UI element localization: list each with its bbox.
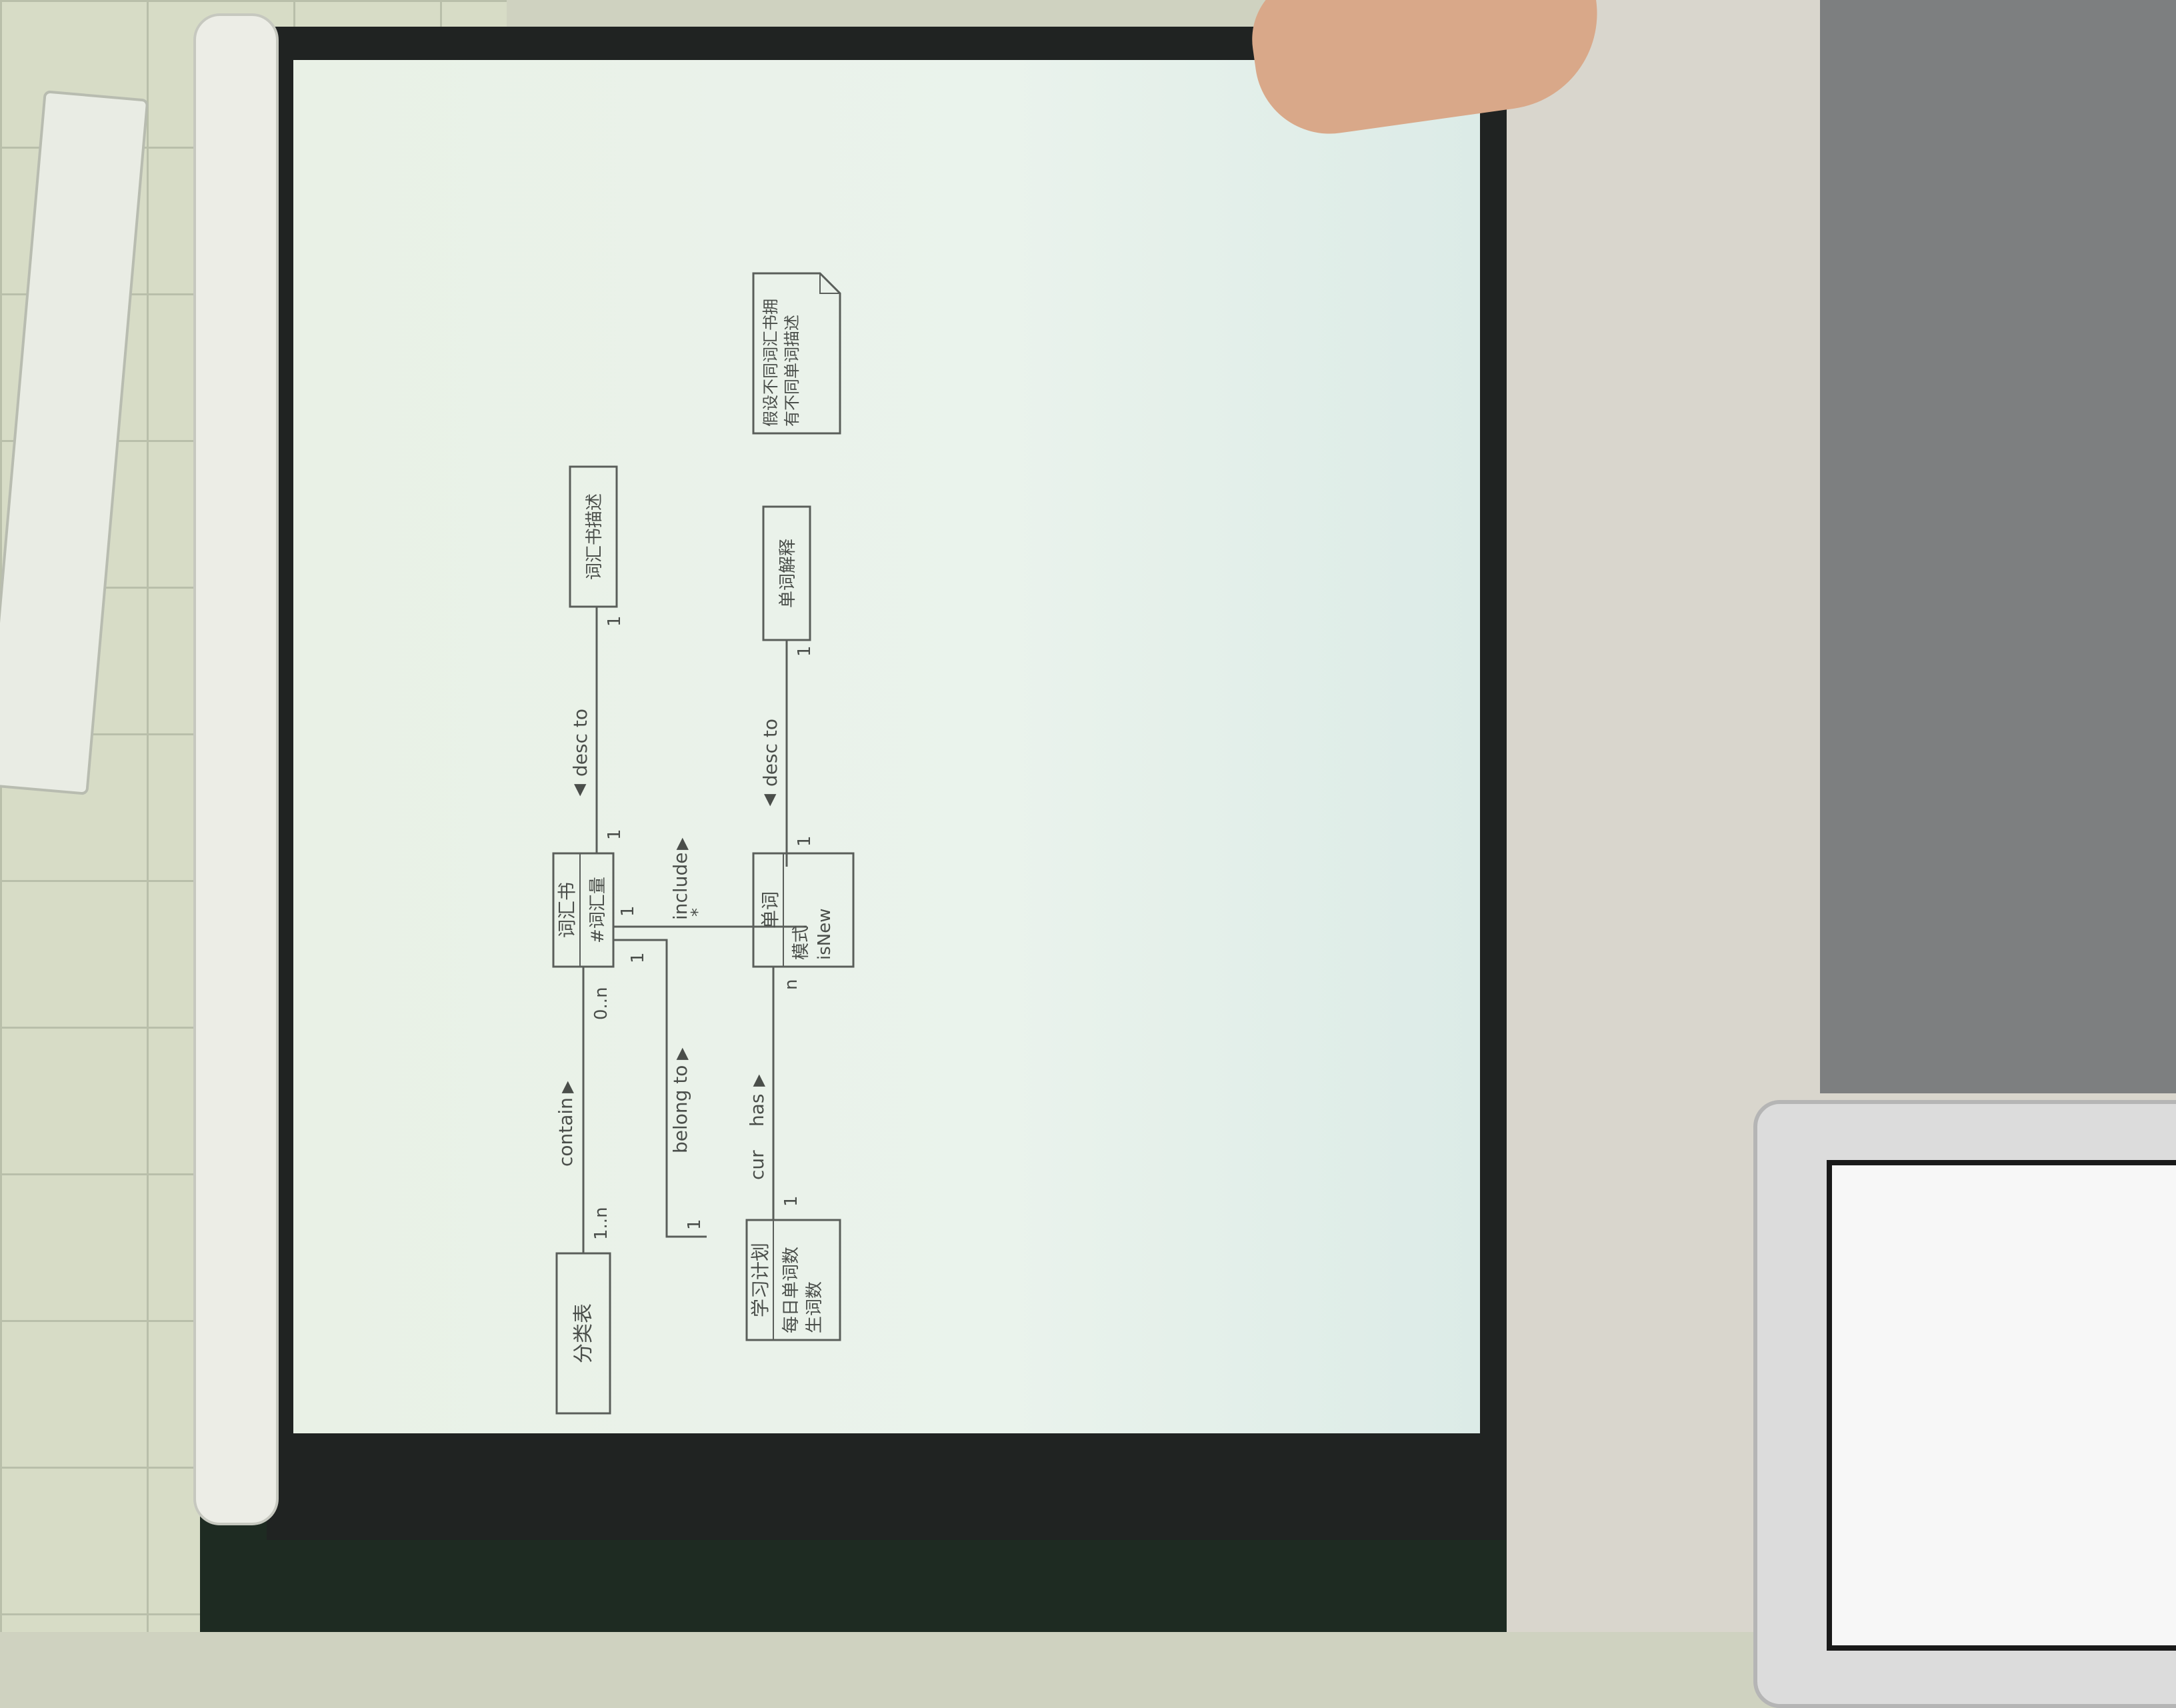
- svg-text:每日单词数: 每日单词数: [781, 1247, 801, 1333]
- cur-has-role: cur: [746, 1150, 768, 1180]
- projector-screen: 分类表 词汇书 #词汇量 词汇书描述 学习计划 每日单词数 生词数: [293, 60, 1480, 1433]
- svg-text:分类表: 分类表: [572, 1303, 595, 1363]
- cur-has-label: has: [746, 1094, 768, 1127]
- cur-has-end-word: n: [781, 979, 801, 990]
- svg-text:模式: 模式: [791, 925, 811, 960]
- contain-end-right: 0..n: [591, 987, 611, 1020]
- class-word-explanation: 单词解释: [762, 505, 811, 641]
- contain-arrow: ▶: [557, 1081, 576, 1093]
- desc-to-book-arrow: ▶: [572, 784, 591, 797]
- svg-text:isNew: isNew: [815, 909, 835, 960]
- class-study-plan: 学习计划 每日单词数 生词数: [745, 1219, 841, 1341]
- svg-text:词汇书: 词汇书: [556, 882, 578, 938]
- include-label: include: [669, 853, 691, 920]
- svg-text:生词数: 生词数: [805, 1281, 825, 1333]
- note-text: 假设不同词汇书拥有不同单词描述: [761, 299, 801, 427]
- include-end-word: *: [688, 908, 708, 917]
- belong-to-end-book: 1: [628, 952, 648, 963]
- belong-to-arrow: ▶: [672, 1047, 691, 1060]
- svg-text:单词解释: 单词解释: [778, 539, 798, 608]
- belong-to-end-plan: 1: [685, 1219, 705, 1230]
- svg-text:学习计划: 学习计划: [749, 1243, 771, 1317]
- cur-has-arrow: ▶: [749, 1074, 767, 1087]
- desc-to-book-end-desc: 1: [605, 615, 625, 627]
- desc-to-book-label: desc to: [569, 709, 591, 777]
- class-vocabulary-book: 词汇书 #词汇量: [552, 852, 615, 968]
- desc-to-word-label: desc to: [759, 719, 781, 787]
- contain-label: contain: [555, 1097, 577, 1167]
- svg-text:词汇书描述: 词汇书描述: [585, 493, 605, 580]
- dark-wall-panel: [1820, 0, 2176, 1093]
- laptop-screen: [1827, 1160, 2176, 1651]
- belong-to-label: belong to: [669, 1065, 691, 1153]
- contain-end-left: 1..n: [591, 1207, 611, 1240]
- note-box: 假设不同词汇书拥有不同单词描述: [752, 272, 841, 435]
- include-end-book: 1: [618, 905, 638, 917]
- uml-class-diagram: 分类表 词汇书 #词汇量 词汇书描述 学习计划 每日单词数 生词数: [552, 272, 855, 1415]
- class-book-description: 词汇书描述: [569, 465, 618, 608]
- svg-text:单词: 单词: [759, 891, 781, 929]
- class-word: 单词 模式 isNew: [752, 852, 855, 968]
- desc-to-word-end-expl: 1: [795, 645, 815, 657]
- class-category-table: 分类表: [555, 1252, 611, 1415]
- projector-screen-roller: [193, 13, 279, 1525]
- cur-has-end-plan: 1: [781, 1195, 801, 1207]
- desc-to-book-end-book: 1: [605, 829, 625, 840]
- include-arrow: ▶: [672, 837, 691, 850]
- svg-text:#词汇量: #词汇量: [588, 877, 608, 943]
- desc-to-word-end-word: 1: [795, 835, 815, 847]
- assoc-belong-to-line: [613, 939, 707, 1238]
- desc-to-word-arrow: ▶: [762, 794, 781, 807]
